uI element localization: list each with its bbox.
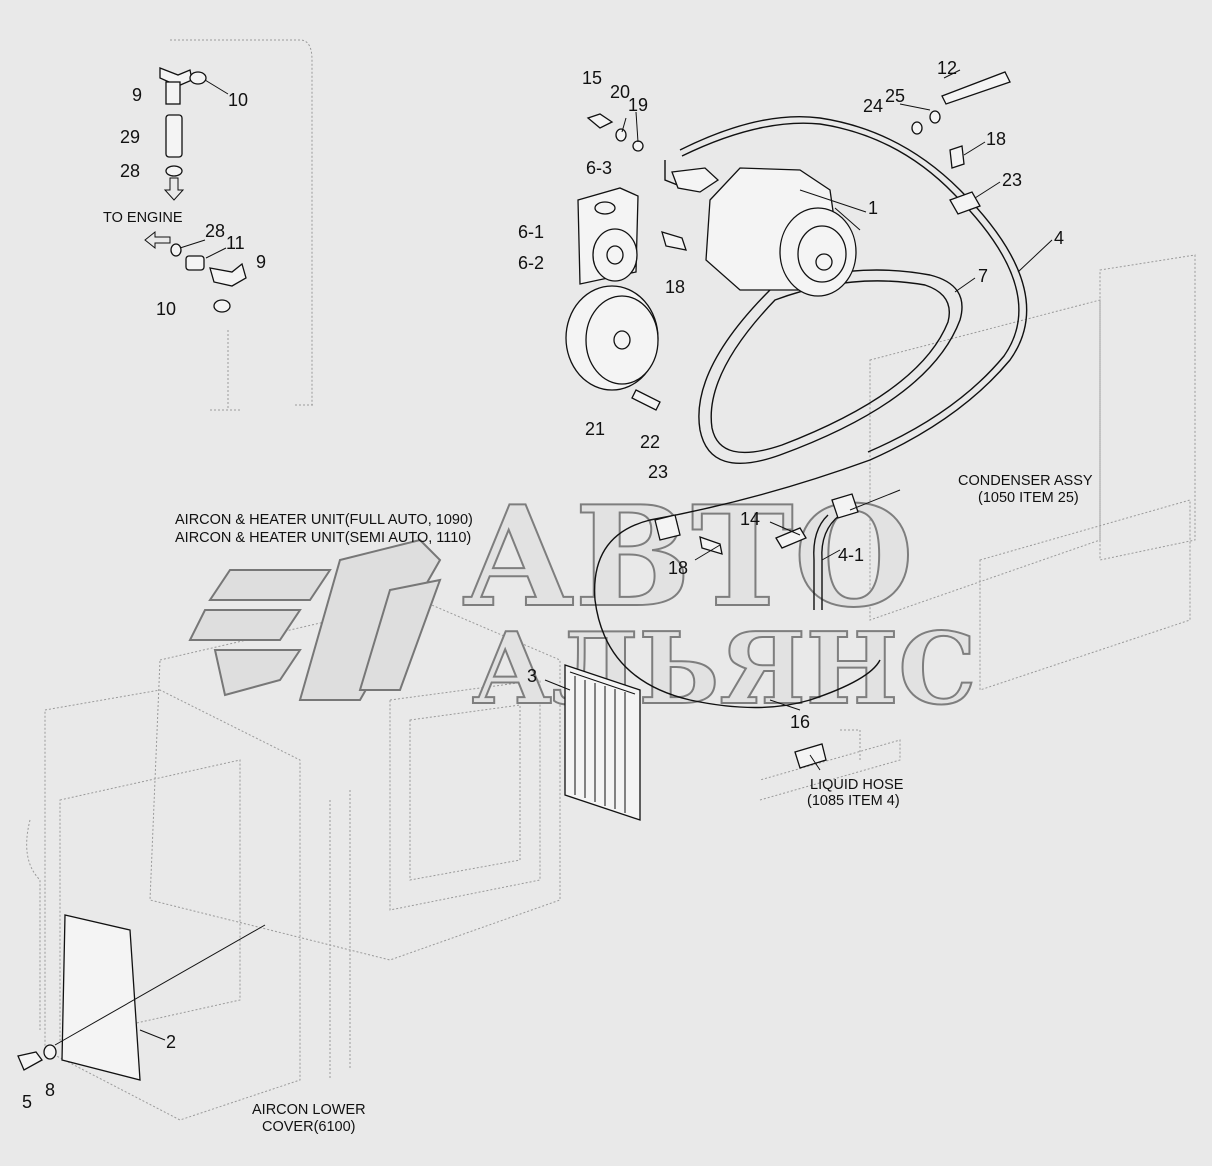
label-10-bottom: 10 [156, 299, 176, 319]
label-6-3: 6-3 [586, 158, 612, 178]
arrow-to-engine [144, 230, 171, 250]
note-lower-2: COVER(6100) [262, 1119, 355, 1135]
label-4: 4 [1054, 228, 1064, 248]
label-22: 22 [640, 432, 660, 452]
note-condenser-1: CONDENSER ASSY [958, 473, 1093, 489]
label-23-lower: 23 [648, 462, 668, 482]
label-4-1: 4-1 [838, 545, 864, 565]
label-12: 12 [937, 58, 957, 78]
bolt-15 [586, 113, 614, 129]
label-29: 29 [120, 127, 140, 147]
label-10-top: 10 [228, 90, 248, 110]
note-liquid-2: (1085 ITEM 4) [807, 793, 900, 809]
idler-hub [606, 245, 624, 265]
clamp-23-lower [654, 514, 681, 541]
label-21: 21 [585, 419, 605, 439]
compressor-hub [815, 253, 833, 271]
cover-2 [61, 914, 141, 1081]
label-7: 7 [978, 266, 988, 286]
label-20: 20 [610, 82, 630, 102]
drive-belt-7 [698, 269, 963, 464]
label-9-top: 9 [132, 85, 142, 105]
label-5: 5 [22, 1092, 32, 1112]
wing-bolt-5 [17, 1051, 43, 1071]
filter-3 [564, 664, 641, 821]
drive-belt-7-inner [710, 280, 950, 454]
label-14: 14 [740, 509, 760, 529]
label-3: 3 [527, 666, 537, 686]
clamp-23-right [949, 191, 981, 215]
pulley-21-hub [613, 330, 631, 350]
valve-9-bottom [209, 262, 247, 287]
note-liquid-1: LIQUID HOSE [810, 777, 904, 793]
compressor-fitting [671, 167, 720, 193]
label-28-top: 28 [120, 161, 140, 181]
watermark-emblem [188, 538, 442, 701]
note-to-engine: TO ENGINE [103, 210, 183, 226]
label-25: 25 [885, 86, 905, 106]
bolt-22 [631, 389, 661, 411]
bolt-12 [941, 71, 1011, 105]
watermark-logo: АВТО АЛЬЯНС [188, 474, 977, 728]
label-8: 8 [45, 1080, 55, 1100]
part-labels: 9 10 29 28 28 11 9 10 15 20 19 6-3 6-1 6… [22, 58, 1064, 1112]
suction-hose-4 [593, 115, 1028, 709]
washer-24 [911, 121, 923, 135]
notes: TO ENGINE AIRCON & HEATER UNIT(FULL AUTO… [103, 210, 1093, 1135]
leader-lines [54, 69, 1053, 1046]
cap-10-top [189, 71, 207, 85]
watermark-line2: АЛЬЯНС [472, 612, 976, 727]
bolt-18-left [661, 231, 687, 251]
arrow-down [163, 177, 185, 201]
suction-hose-4-inner [681, 122, 1020, 453]
fitting-11 [185, 255, 205, 271]
note-aircon-full: AIRCON & HEATER UNIT(FULL AUTO, 1090) [175, 512, 473, 528]
adapter-29 [165, 114, 183, 158]
cap-10-bottom [213, 299, 231, 313]
label-19: 19 [628, 95, 648, 115]
label-11: 11 [226, 233, 245, 253]
label-2: 2 [166, 1032, 176, 1052]
note-lower-1: AIRCON LOWER [252, 1102, 366, 1118]
oring-28-mid [170, 243, 182, 257]
label-9-bottom: 9 [256, 252, 266, 272]
ghost-layer [26, 39, 1196, 1121]
note-aircon-semi: AIRCON & HEATER UNIT(SEMI AUTO, 1110) [175, 530, 471, 546]
note-condenser-2: (1050 ITEM 25) [978, 490, 1079, 506]
label-18-lower: 18 [668, 558, 688, 578]
washer-20 [615, 128, 627, 142]
label-6-2: 6-2 [518, 253, 544, 273]
washer-8 [43, 1044, 57, 1060]
bolt-18-lower [699, 536, 723, 555]
label-1: 1 [868, 198, 878, 218]
filter-3-ribs [569, 671, 636, 813]
label-24: 24 [863, 96, 883, 116]
valve-9-body [165, 81, 181, 105]
watermark-line1: АВТО [462, 475, 914, 638]
label-16: 16 [790, 712, 810, 732]
bracket-knob [594, 201, 616, 215]
label-6-1: 6-1 [518, 222, 544, 242]
fitting-4-1 [831, 493, 859, 519]
label-28-mid: 28 [205, 221, 225, 241]
oring-28-top [165, 165, 183, 177]
parts-layer [17, 67, 1011, 1081]
label-18-right: 18 [986, 129, 1006, 149]
washer-19 [632, 140, 644, 152]
washer-25 [929, 110, 941, 124]
bolt-18-right [949, 145, 965, 169]
label-15: 15 [582, 68, 602, 88]
label-23-right: 23 [1002, 170, 1022, 190]
label-18-left: 18 [665, 277, 685, 297]
